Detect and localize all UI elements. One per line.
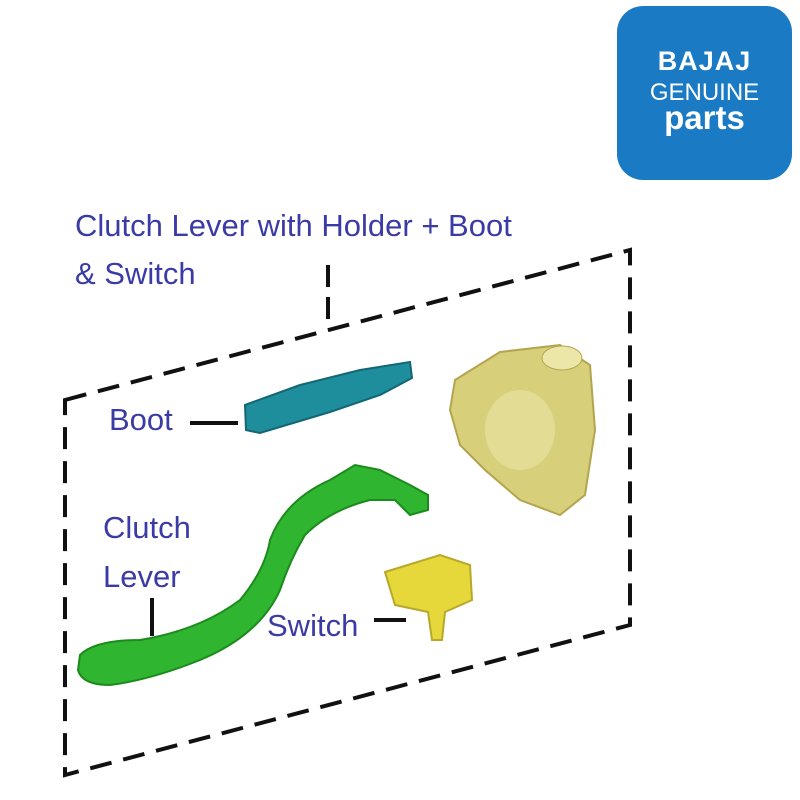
logo-brand: BAJAJ [657,46,752,76]
holder-part [448,343,597,517]
clutch-label-line-1: Clutch [103,510,191,545]
switch-label: Switch [267,608,359,643]
logo-genuine: GENUINE [649,79,760,106]
logo-parts: parts [664,99,745,136]
assembly-dashed-outline [63,247,632,778]
clutch-lever-part [76,463,429,687]
switch-part [383,553,474,641]
boot-part [243,360,414,435]
title-line-1: Clutch Lever with Holder + Boot [75,208,512,243]
bajaj-genuine-parts-logo: BAJAJ GENUINE parts [617,6,792,180]
title-line-2: & Switch [75,256,196,291]
boot-label: Boot [109,402,173,437]
clutch-label-line-2: Lever [103,559,181,594]
